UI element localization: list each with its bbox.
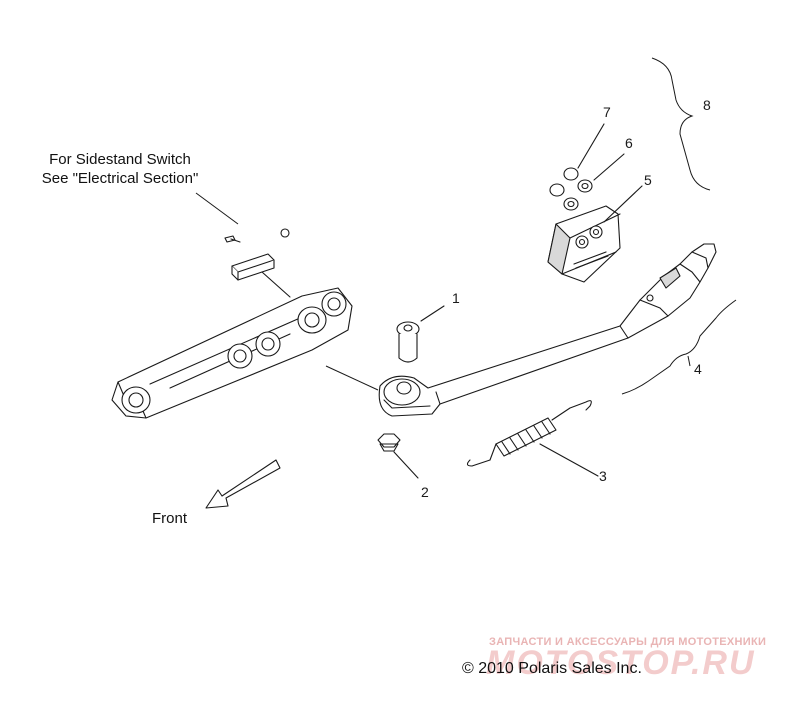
copyright: © 2010 Polaris Sales Inc. [462, 660, 642, 677]
callout-8: 8 [703, 97, 711, 113]
washers-caps [549, 123, 625, 211]
switch-note-line2: See "Electrical Section" [41, 170, 199, 187]
foot-pad [547, 185, 643, 283]
switch-note-line1: For Sidestand Switch [49, 151, 191, 168]
callout-5: 5 [644, 172, 652, 188]
nut [377, 433, 419, 479]
callout-4: 4 [694, 361, 702, 377]
switch-note: For Sidestand Switch See "Electrical Sec… [0, 150, 240, 188]
watermark-tagline: ЗАПЧАСТИ И АКСЕССУАРЫ ДЛЯ МОТОТЕХНИКИ [489, 636, 767, 648]
pivot-leader [325, 365, 379, 391]
callout-2: 2 [421, 484, 429, 500]
frame-bracket [111, 287, 353, 419]
callout-6: 6 [625, 135, 633, 151]
note-leader [195, 192, 239, 225]
bracket-4 [621, 299, 737, 395]
callout-7: 7 [603, 104, 611, 120]
callout-1: 1 [452, 290, 460, 306]
part4-leader [687, 355, 691, 367]
side-stand [378, 243, 717, 417]
callout-3: 3 [599, 468, 607, 484]
spring [466, 400, 599, 477]
bracket-8 [651, 57, 711, 191]
front-label: Front [152, 510, 188, 527]
sidestand-switch [224, 228, 291, 298]
front-arrow-icon [205, 459, 281, 509]
watermark-brand: MOTOSTOP.RU [486, 644, 756, 682]
pivot-bolt [396, 305, 445, 363]
